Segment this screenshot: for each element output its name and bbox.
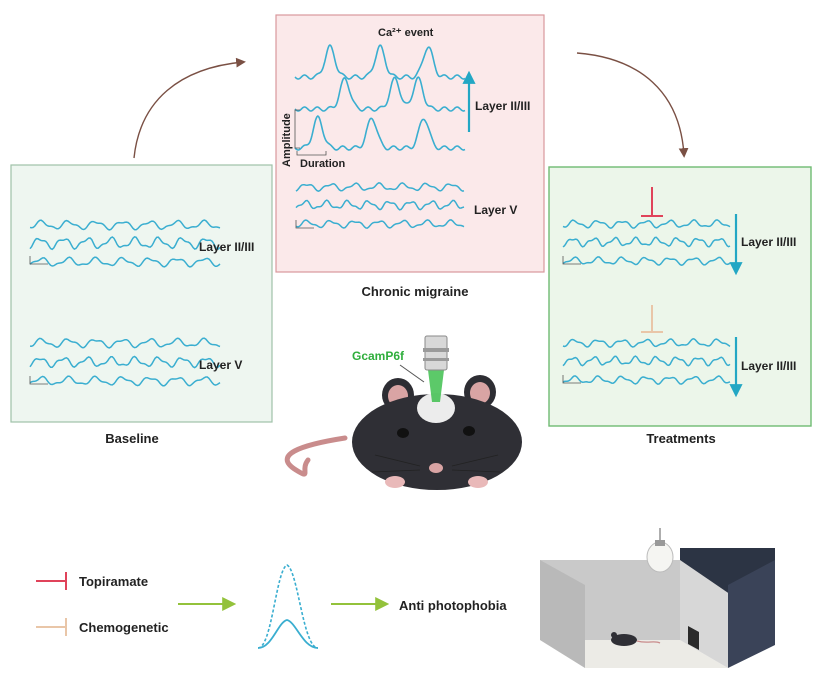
gcamp-excitation-beam (428, 370, 444, 402)
gcamp-label: GcamP6f (352, 349, 405, 363)
treat-scale-bar-2 (562, 375, 581, 384)
baseline-scale-bar (29, 256, 48, 265)
baseline-trace-6 (29, 375, 221, 387)
treat-trace-5 (562, 355, 731, 367)
baseline-scale-bar-2 (29, 376, 48, 385)
chronic-spike-trace-1 (294, 44, 466, 80)
baseline-trace-5 (29, 355, 221, 369)
treatments-caption: Treatments (646, 431, 715, 446)
chemogenetic-legend-symbol (36, 618, 67, 636)
amplitude-label: Amplitude (281, 113, 293, 167)
topiramate-inhibit-symbol (641, 187, 663, 217)
mouse-tail (284, 435, 348, 477)
light-box-floor (540, 640, 728, 668)
chronic-spike-trace-2 (294, 76, 466, 112)
light-bulb-icon (646, 541, 674, 573)
baseline-trace-1 (29, 219, 221, 231)
baseline-trace-4 (29, 337, 221, 349)
treat-layer-top-label: Layer II/III (741, 235, 796, 249)
chronic-layer-bottom-label: Layer V (474, 203, 517, 217)
treat-trace-1 (562, 218, 731, 229)
treat-trace-6 (562, 375, 731, 385)
flow-arrow-chronic-to-treatments (576, 52, 689, 158)
flow-arrow-baseline-to-chronic (133, 57, 246, 159)
chronic-trace-6 (295, 219, 465, 229)
baseline-layer-top-label: Layer II/III (199, 240, 254, 254)
chemogenetic-inhibit-symbol (641, 305, 663, 333)
small-mouse-icon (611, 634, 637, 646)
chronic-panel (275, 14, 545, 273)
topiramate-label: Topiramate (79, 574, 148, 589)
treat-trace-4 (562, 338, 731, 349)
baseline-layer-bottom-label: Layer V (199, 358, 242, 372)
amplitude-bracket (294, 109, 300, 149)
chronic-trace-4 (295, 182, 465, 193)
treat-trace-3 (562, 256, 731, 266)
chronic-spike-trace-3 (294, 115, 466, 151)
chronic-layer-top-label: Layer II/III (475, 99, 530, 113)
anti-photophobia-label: Anti photophobia (399, 598, 507, 613)
chronic-scale-bar (295, 220, 314, 229)
baseline-caption: Baseline (105, 431, 158, 446)
treat-trace-2 (562, 236, 731, 248)
mouse-nose (429, 463, 443, 473)
topiramate-legend-symbol (36, 572, 67, 590)
ca-event-label: Ca²⁺ event (378, 27, 434, 39)
baseline-trace-3 (29, 256, 221, 268)
dark-box-side (728, 560, 775, 668)
peak-comparison (257, 564, 319, 649)
duration-bracket (296, 151, 327, 156)
chronic-caption: Chronic migraine (362, 284, 469, 299)
baseline-panel (10, 164, 273, 423)
duration-label: Duration (300, 158, 346, 170)
mouse-illustration (284, 335, 522, 490)
peak-solid-curve (257, 619, 319, 649)
chronic-trace-5 (295, 199, 465, 211)
treat-scale-bar (562, 256, 581, 265)
chemogenetic-label: Chemogenetic (79, 620, 169, 635)
partition-door (688, 626, 699, 650)
baseline-trace-2 (29, 235, 221, 251)
light-dark-box (540, 528, 775, 668)
light-box-left-wall (540, 560, 585, 668)
peak-dashed-curve (257, 564, 319, 649)
treatments-panel (548, 166, 812, 427)
mouse-body (352, 394, 522, 490)
mouse-head-window (417, 393, 455, 423)
microscope-objective (424, 335, 448, 371)
treat-layer-bottom-label: Layer II/III (741, 359, 796, 373)
